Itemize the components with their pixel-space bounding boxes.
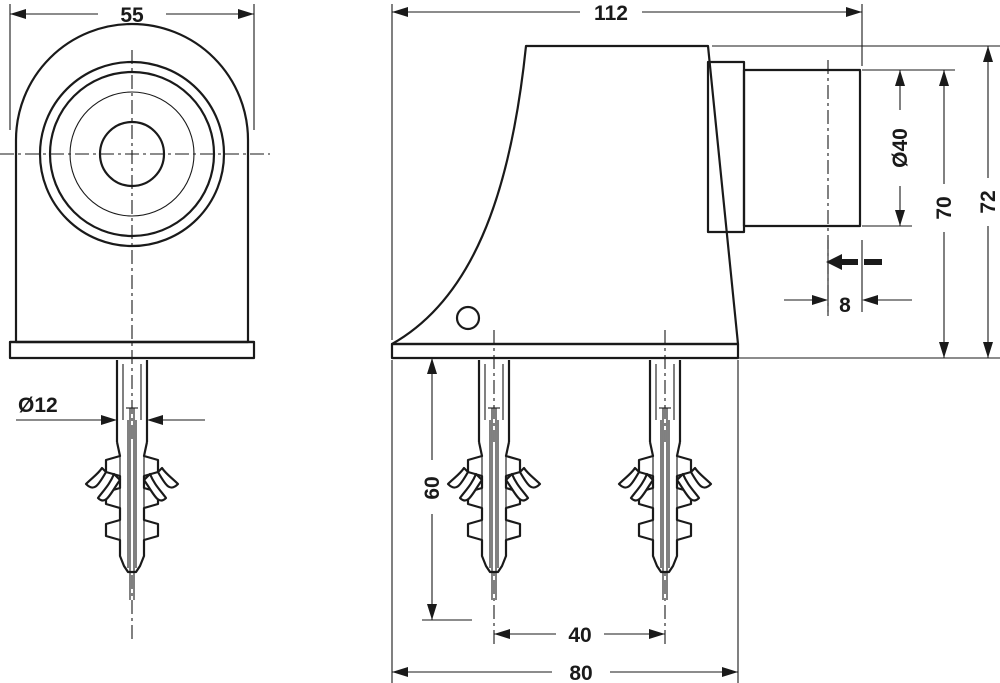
front-view: 55 Ø12 [0, 4, 270, 640]
front-body-outline [14, 22, 250, 344]
dim-plug-depth-label: 60 [421, 476, 444, 499]
side-screw-hole [455, 305, 481, 331]
side-base [390, 342, 740, 360]
buffer-body [742, 68, 862, 228]
dim-plug-depth: 60 [421, 358, 472, 621]
dim-buffer-diameter: Ø40 [889, 70, 912, 226]
push-direction-arrow-icon [826, 254, 882, 270]
dim-front-width-label: 55 [120, 4, 144, 27]
dim-base-length-label: 80 [569, 662, 592, 683]
dim-compression-label: 8 [839, 294, 851, 317]
dim-front-width: 55 [9, 4, 255, 130]
side-body-outline [390, 44, 740, 346]
dim-plug-spacing: 40 [494, 624, 665, 647]
side-wall-plug-right [617, 358, 713, 602]
dim-compression: 8 [784, 240, 912, 317]
side-wall-plug-left [446, 358, 542, 602]
dim-height-72-label: 72 [977, 190, 1000, 213]
dim-pin-diameter: Ø12 [16, 394, 205, 425]
dim-height-70-label: 70 [933, 196, 956, 219]
dim-pin-diameter-label: Ø12 [18, 394, 58, 417]
dim-overall-length-label: 112 [594, 2, 628, 25]
dim-plug-spacing-label: 40 [568, 624, 591, 647]
side-view: 112 Ø40 70 72 [390, 2, 1000, 683]
buffer-collar [706, 60, 746, 234]
dim-overall-length: 112 [391, 2, 863, 340]
dim-base-length: 80 [391, 360, 739, 683]
dim-height-72: 72 [977, 46, 1000, 358]
dim-height-70: 70 [933, 70, 956, 358]
dim-buffer-diameter-label: Ø40 [889, 128, 912, 168]
